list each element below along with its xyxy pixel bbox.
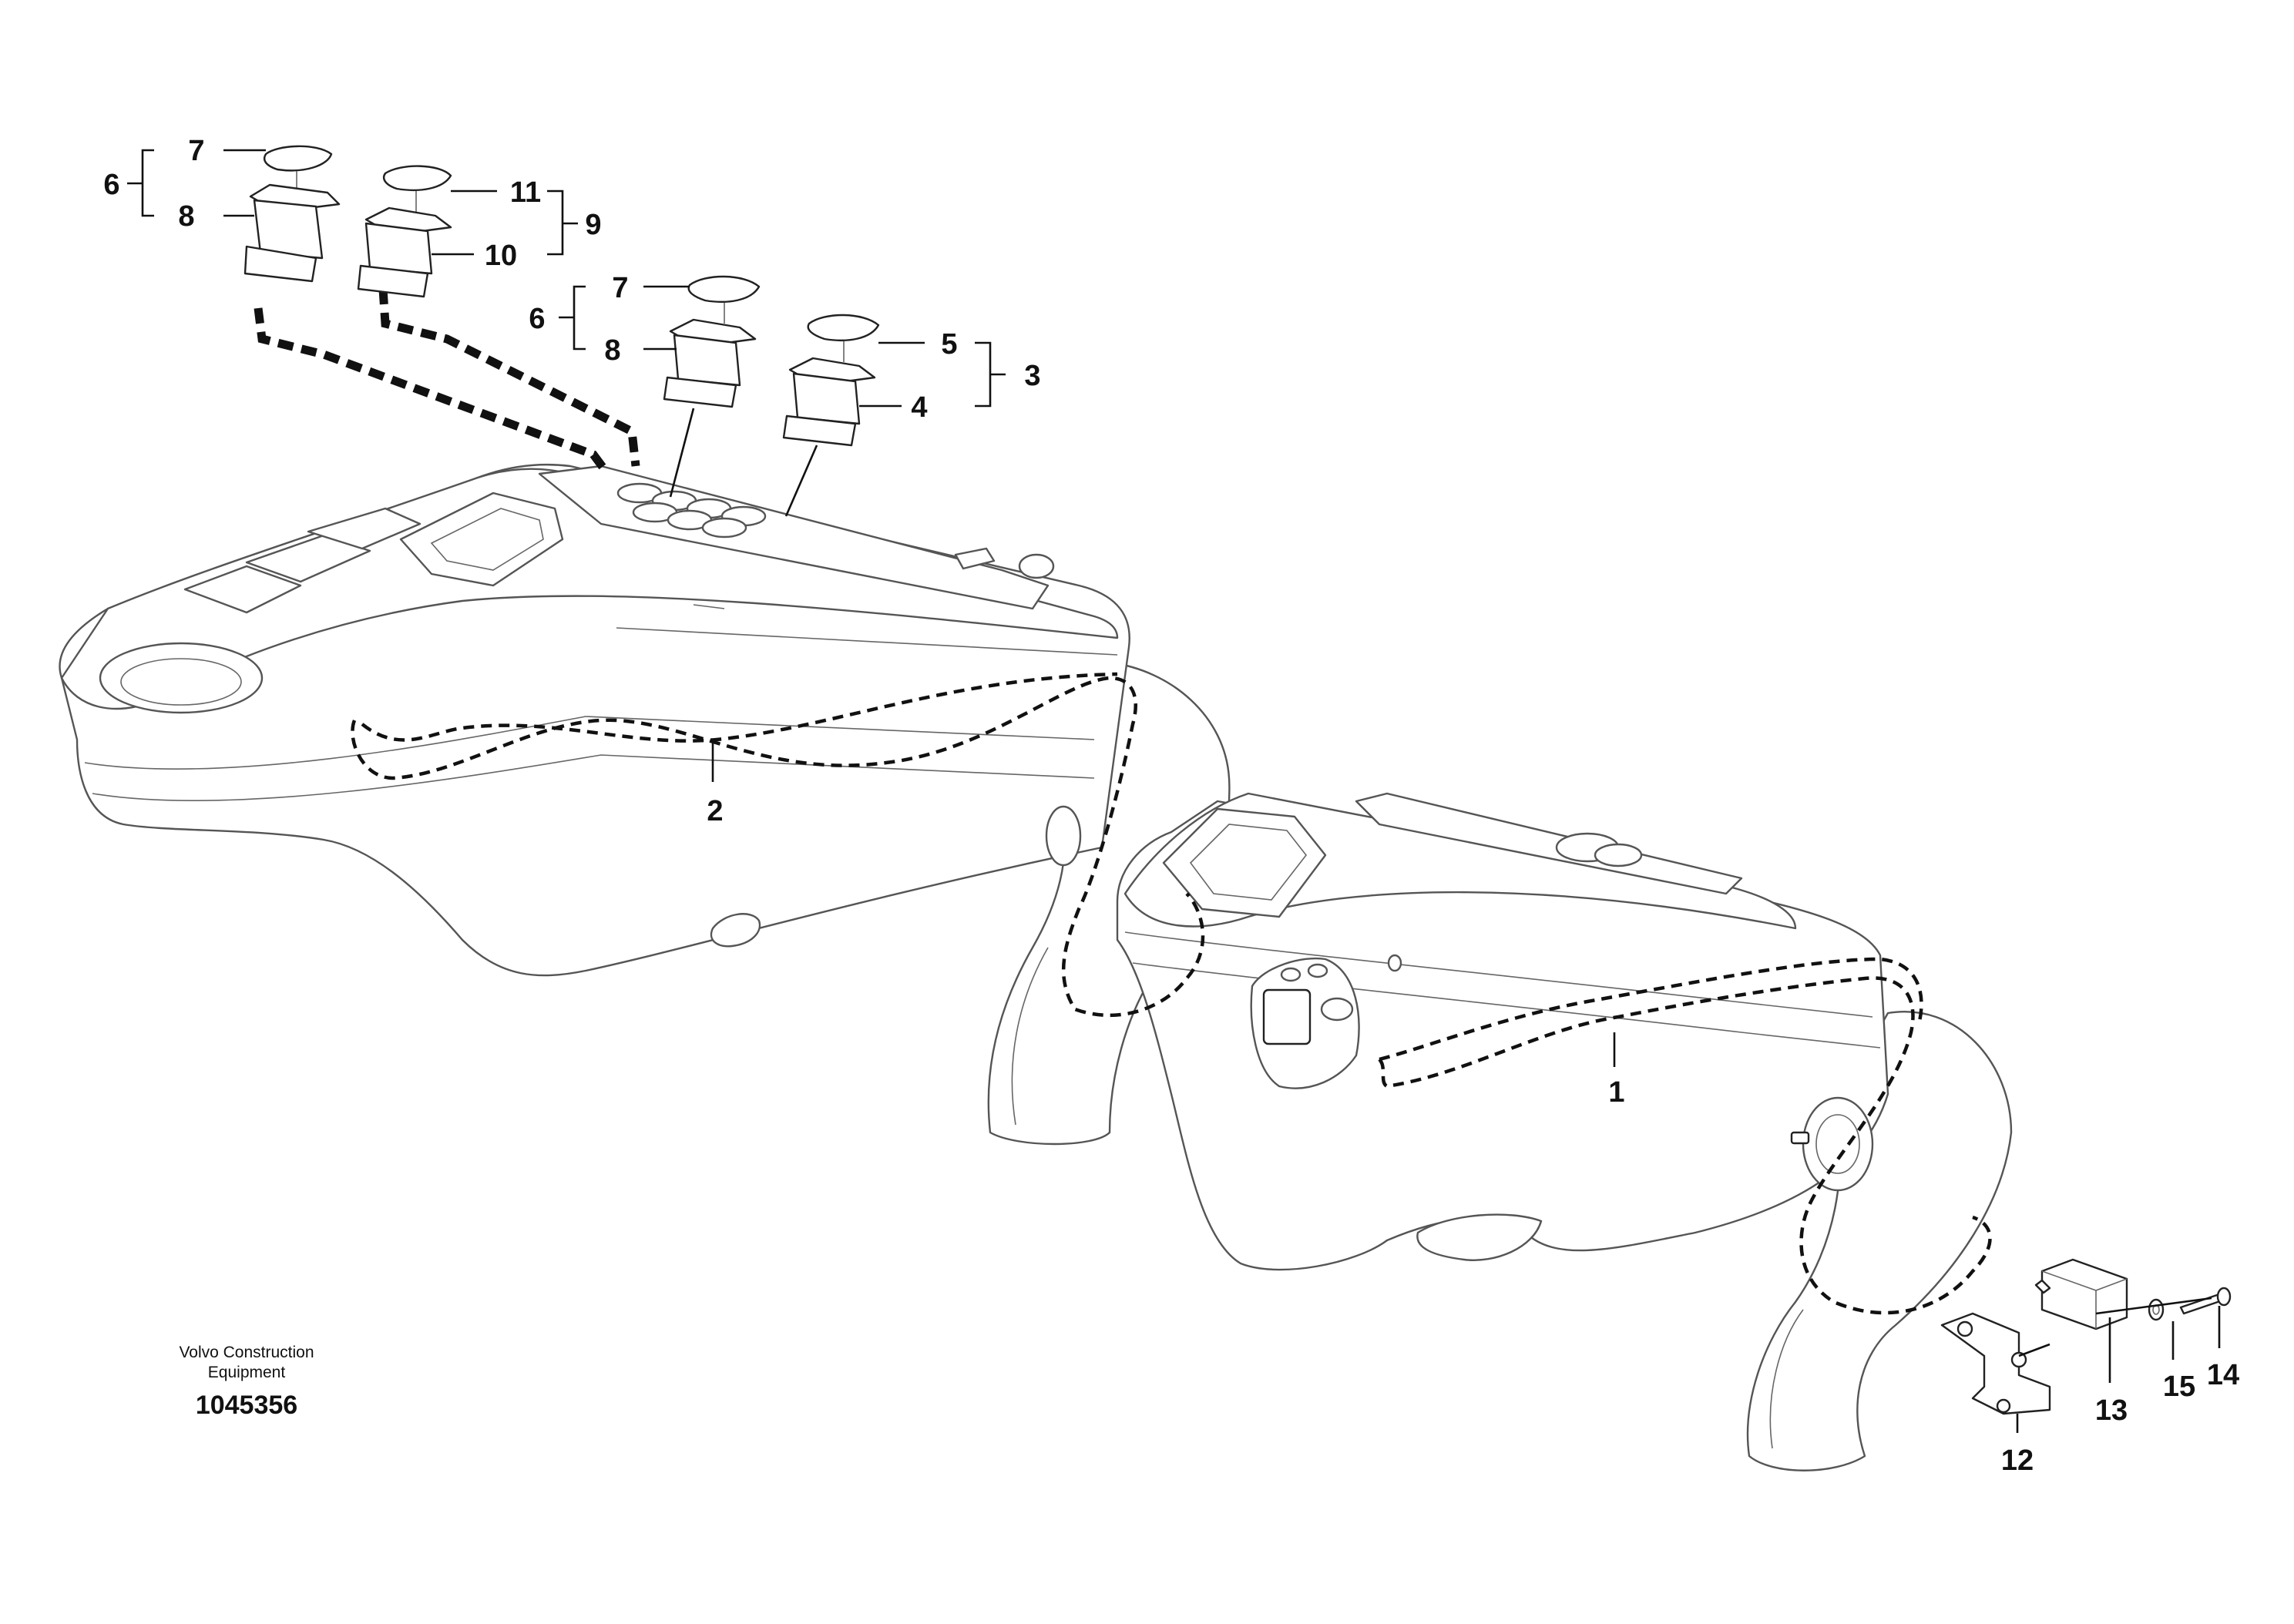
callout-10: 10 [485, 240, 517, 272]
switch-assembly-9 [357, 165, 452, 298]
callout-9: 9 [585, 209, 601, 241]
callout-1: 1 [1608, 1076, 1624, 1109]
bracket-12 [1940, 1312, 2051, 1415]
brand-line-1: Volvo Construction [179, 1344, 314, 1361]
callout-14: 14 [2207, 1359, 2239, 1391]
washer-15 [2148, 1298, 2165, 1321]
callout-2: 2 [707, 795, 723, 827]
switch-assembly-6-middle [663, 275, 761, 408]
right-control-console [1116, 792, 2013, 1471]
brand-line-2: Equipment [208, 1364, 286, 1381]
callout-3: 3 [1024, 360, 1040, 392]
left-control-console [59, 463, 1231, 1146]
callout-6-top: 6 [103, 169, 119, 201]
callout-6-middle: 6 [529, 303, 545, 335]
callout-12: 12 [2001, 1444, 2034, 1477]
callout-5: 5 [941, 328, 957, 361]
callout-8-middle: 8 [604, 334, 620, 367]
wiring-harnesses [254, 288, 1992, 1315]
callout-7-top: 7 [188, 135, 204, 167]
callout-4: 4 [911, 391, 927, 424]
callout-13: 13 [2095, 1394, 2128, 1427]
callout-11: 11 [510, 176, 541, 209]
callout-7-middle: 7 [612, 272, 628, 304]
keypad-buttons [616, 482, 767, 539]
document-number: 1045356 [196, 1391, 297, 1420]
callout-8-top: 8 [178, 200, 194, 233]
relay-13 [2034, 1258, 2128, 1330]
callout-15: 15 [2163, 1371, 2195, 1403]
switch-assembly-6-top [244, 145, 341, 283]
switch-assembly-3 [782, 314, 880, 447]
